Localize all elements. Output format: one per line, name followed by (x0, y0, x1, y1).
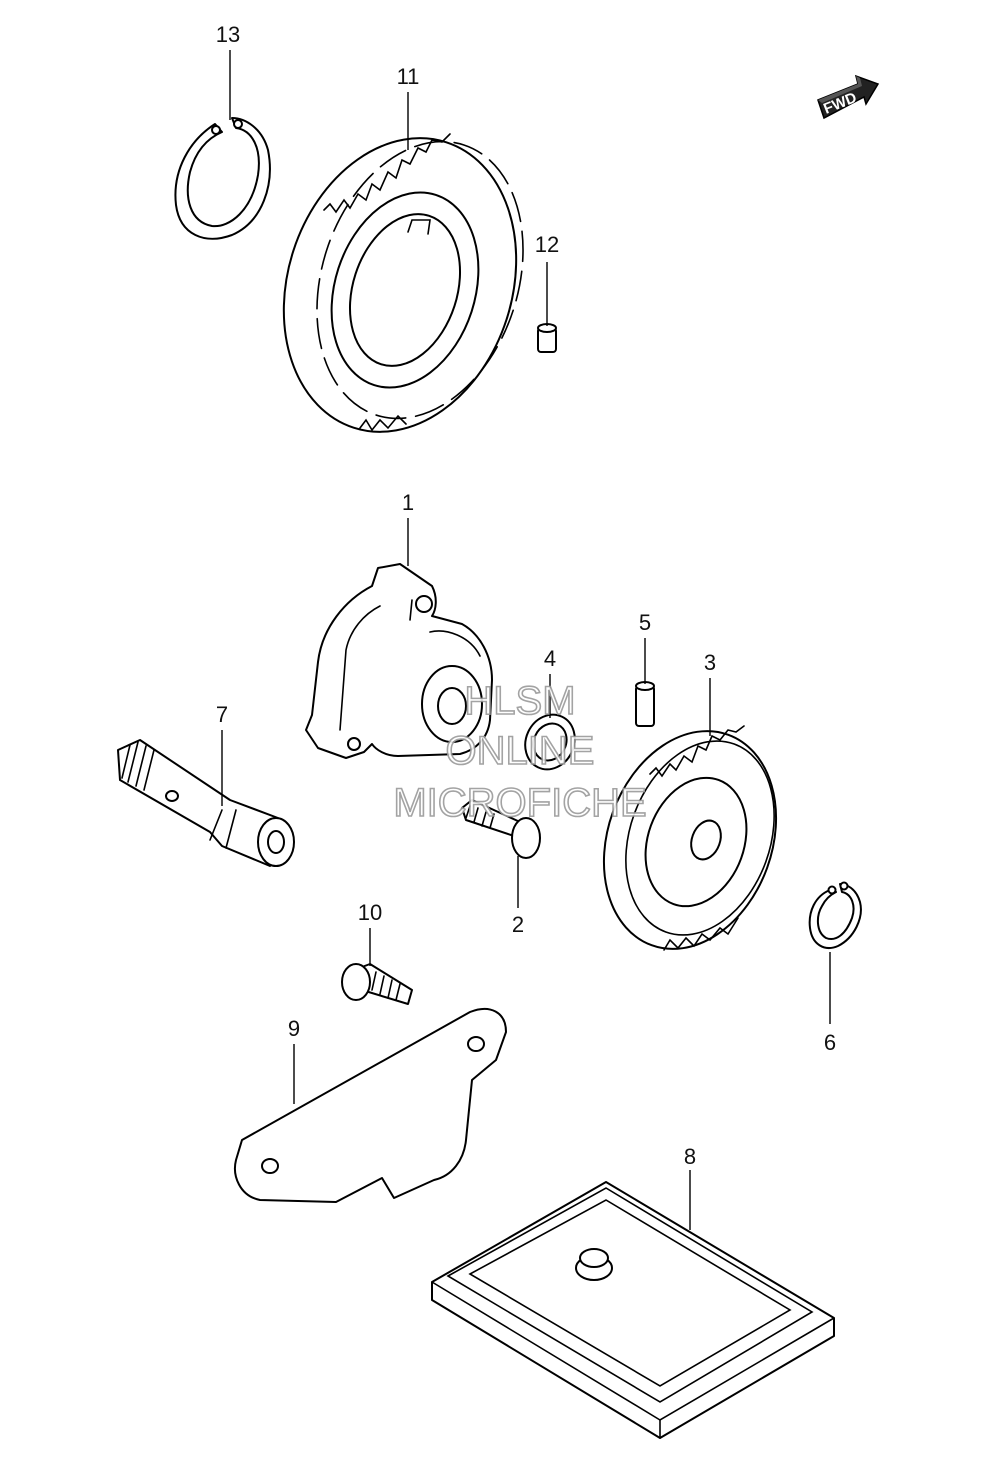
callout-1: 1 (402, 490, 414, 515)
callout-8: 8 (684, 1144, 696, 1169)
large-gear-11 (282, 133, 524, 433)
bolt-10 (341, 963, 413, 1005)
callout-2: 2 (512, 912, 524, 937)
shaft-7 (117, 739, 295, 867)
callout-13: 13 (216, 22, 240, 47)
callout-5: 5 (639, 610, 651, 635)
fwd-arrow-icon: FWD (817, 74, 880, 120)
watermark-line2: ONLINE (446, 729, 595, 773)
fwd-label: FWD (821, 89, 859, 118)
callout-6: 6 (824, 1030, 836, 1055)
plate-9 (234, 1007, 507, 1203)
callout-3: 3 (704, 650, 716, 675)
pin-5 (635, 681, 655, 727)
pump-body-1 (305, 563, 493, 759)
callout-10: 10 (358, 900, 382, 925)
pin-12 (537, 323, 557, 353)
small-gear-3 (602, 725, 778, 951)
callout-4: 4 (544, 646, 556, 671)
circlip-13 (174, 117, 271, 240)
circlip-6 (808, 881, 862, 949)
washer-4 (524, 713, 576, 771)
callout-12: 12 (535, 232, 559, 257)
watermark: HLSM ONLINE MICROFICHE (393, 678, 648, 826)
bolt-2 (461, 799, 541, 859)
strainer-8 (431, 1181, 835, 1439)
watermark-line1: HLSM (464, 679, 575, 723)
callout-11: 11 (397, 64, 420, 89)
watermark-line3: MICROFICHE (393, 781, 646, 825)
callout-9: 9 (288, 1016, 300, 1041)
callout-7: 7 (216, 702, 228, 727)
